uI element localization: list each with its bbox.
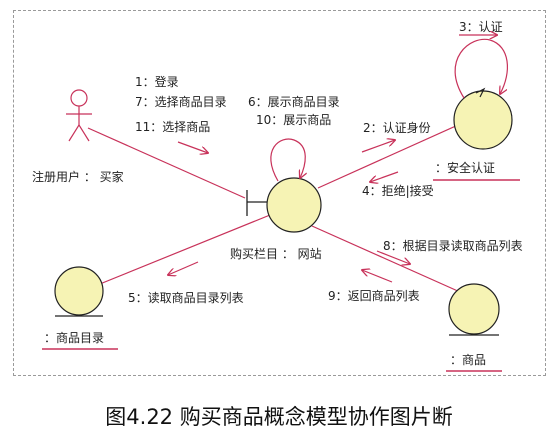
link-buyer-store bbox=[87, 127, 246, 199]
msg-7: 7：选择商品目录 bbox=[135, 94, 227, 109]
arrow-m5 bbox=[168, 261, 199, 275]
auth-control-object[interactable] bbox=[453, 87, 513, 150]
arrow-m2 bbox=[361, 140, 395, 153]
store-label: 购买栏目 ： 网站 bbox=[230, 246, 322, 261]
buyer-actor-icon bbox=[66, 89, 92, 142]
figure-caption: 图4.22 购买商品概念模型协作图片断 bbox=[105, 405, 452, 429]
msg-11: 11：选择商品 bbox=[135, 119, 210, 134]
store-self-loop bbox=[270, 138, 305, 182]
arrow-m9 bbox=[362, 270, 393, 283]
catalog-label: ：商品目录 bbox=[44, 330, 104, 345]
link-store-catalog bbox=[89, 214, 271, 289]
msg-4: 4：拒绝|接受 bbox=[362, 183, 434, 198]
link-store-product bbox=[311, 225, 461, 293]
diagram-frame bbox=[13, 10, 546, 376]
msg-2: 2：认证身份 bbox=[363, 120, 431, 135]
catalog-entity-object[interactable] bbox=[54, 266, 104, 317]
auth-self-loop bbox=[454, 38, 508, 99]
msg-9: 9：返回商品列表 bbox=[328, 288, 420, 303]
auth-label: ：安全认证 bbox=[435, 160, 495, 175]
msg-3: 3：认证 bbox=[459, 20, 503, 34]
msg-8: 8：根据目录读取商品列表 bbox=[383, 238, 523, 253]
arrow-m11 bbox=[177, 141, 208, 153]
msg-10: 10：展示商品 bbox=[256, 112, 331, 127]
arrow-m4 bbox=[370, 171, 399, 182]
msg-6: 6：展示商品目录 bbox=[248, 94, 340, 109]
link-store-auth bbox=[317, 124, 459, 189]
msg-5: 5：读取商品目录列表 bbox=[128, 290, 244, 305]
store-boundary-object[interactable] bbox=[246, 177, 322, 233]
buyer-label: 注册用户 ： 买家 bbox=[32, 169, 124, 184]
product-entity-object[interactable] bbox=[448, 283, 500, 336]
product-label: ：商品 bbox=[450, 352, 486, 367]
msg-1: 1：登录 bbox=[135, 74, 179, 89]
arrow-m8 bbox=[376, 250, 410, 264]
